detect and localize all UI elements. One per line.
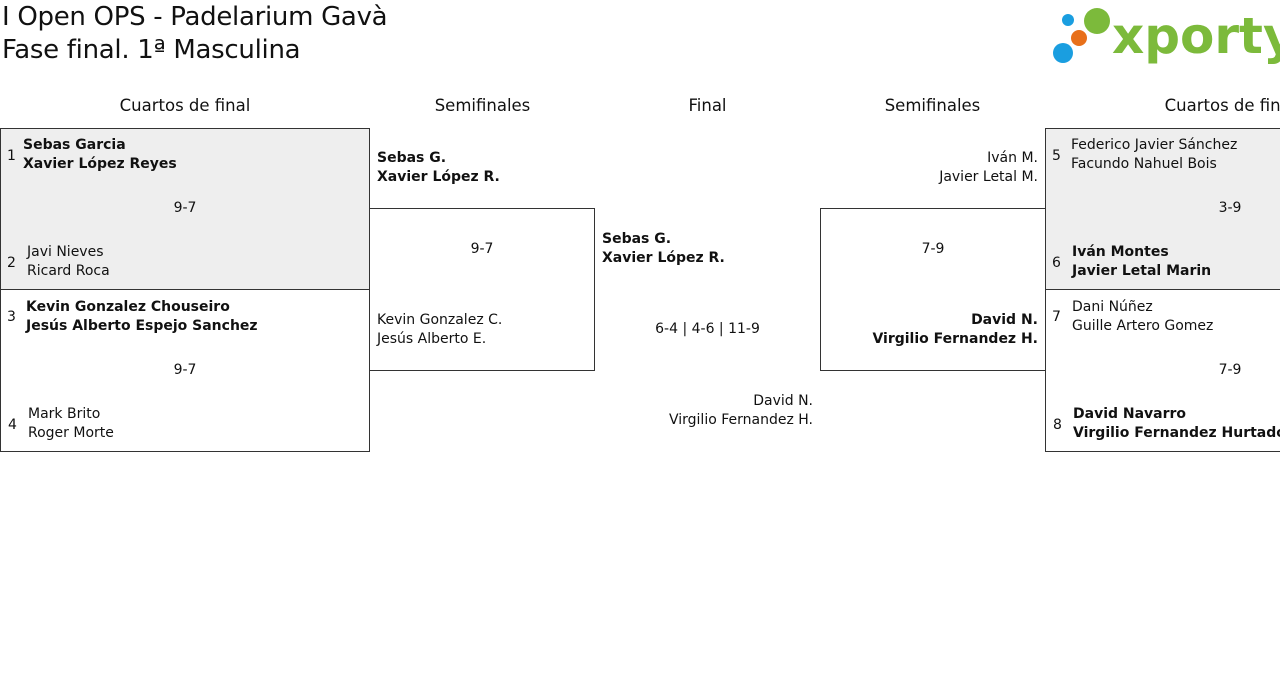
column-header-sf-right: Semifinales: [884, 96, 981, 115]
xporty-logo: xporty: [1052, 5, 1280, 67]
seed-number: 1: [7, 148, 16, 164]
player-name: David Navarro: [1073, 406, 1187, 422]
match-score: 9-7: [470, 241, 494, 257]
player-name: Javier Letal M.: [939, 169, 1038, 185]
match-box-sf-left[interactable]: 9-7 Kevin Gonzalez C. Jesús Alberto E.: [369, 208, 595, 371]
player-name: Iván Montes: [1072, 244, 1169, 260]
player-name: Virgilio Fernandez H.: [872, 331, 1038, 347]
player-name: Mark Brito: [28, 406, 101, 422]
player-name: Jesús Alberto Espejo Sanchez: [26, 318, 258, 334]
seed-number: 6: [1052, 255, 1061, 271]
page-subtitle: Fase final. 1ª Masculina: [2, 35, 301, 65]
player-name: Sebas G.: [602, 231, 672, 247]
player-name: David N.: [971, 312, 1038, 328]
match-score: 7-9: [921, 241, 945, 257]
column-header-sf-left: Semifinales: [434, 96, 531, 115]
match-score: 7-9: [1218, 362, 1242, 378]
player-name: Sebas Garcia: [23, 137, 126, 153]
match-box-qf3[interactable]: 5 Federico Javier Sánchez Facundo Nahuel…: [1045, 128, 1280, 290]
match-score: 9-7: [173, 200, 197, 216]
match-box-qf2[interactable]: 3 Kevin Gonzalez Chouseiro Jesús Alberto…: [0, 289, 370, 452]
player-name: Federico Javier Sánchez: [1071, 137, 1238, 153]
seed-number: 4: [8, 417, 17, 433]
seed-number: 3: [7, 309, 16, 325]
player-name: Iván M.: [987, 150, 1038, 166]
seed-number: 8: [1053, 417, 1062, 433]
page-title: I Open OPS - Padelarium Gavà: [2, 2, 388, 32]
player-name: Kevin Gonzalez Chouseiro: [26, 299, 230, 315]
player-name: David N.: [753, 393, 813, 409]
player-name: Javier Letal Marin: [1072, 263, 1212, 279]
logo-dots-icon: [1053, 8, 1110, 63]
player-name: Guille Artero Gomez: [1072, 318, 1214, 334]
final-score: 6-4 | 4-6 | 11-9: [655, 321, 760, 337]
column-header-final: Final: [688, 96, 727, 115]
player-name: Xavier López Reyes: [23, 156, 177, 172]
logo-text: xporty: [1112, 7, 1280, 65]
player-name: Dani Núñez: [1072, 299, 1153, 315]
player-name: Facundo Nahuel Bois: [1071, 156, 1217, 172]
player-name: Jesús Alberto E.: [377, 331, 487, 347]
seed-number: 5: [1052, 148, 1061, 164]
match-score: 9-7: [173, 362, 197, 378]
seed-number: 7: [1052, 309, 1061, 325]
player-name: Xavier López R.: [377, 169, 500, 185]
player-name: Virgilio Fernandez Hurtado: [1073, 425, 1280, 441]
player-name: Virgilio Fernandez H.: [668, 412, 813, 428]
player-name: Xavier López R.: [602, 250, 725, 266]
player-name: Roger Morte: [28, 425, 114, 441]
player-name: Ricard Roca: [27, 263, 110, 279]
match-box-sf-right[interactable]: 7-9 David N. Virgilio Fernandez H.: [820, 208, 1046, 371]
column-header-qf-left: Cuartos de final: [119, 96, 251, 115]
player-name: Javi Nieves: [27, 244, 104, 260]
match-box-qf1[interactable]: 1 Sebas Garcia Xavier López Reyes 9-7 2 …: [0, 128, 370, 290]
player-name: Sebas G.: [377, 150, 447, 166]
match-score: 3-9: [1218, 200, 1242, 216]
column-header-qf-right: Cuartos de final: [1164, 96, 1280, 115]
seed-number: 2: [7, 255, 16, 271]
player-name: Kevin Gonzalez C.: [377, 312, 503, 328]
match-box-qf4[interactable]: 7 Dani Núñez Guille Artero Gomez 7-9 8 D…: [1045, 289, 1280, 452]
